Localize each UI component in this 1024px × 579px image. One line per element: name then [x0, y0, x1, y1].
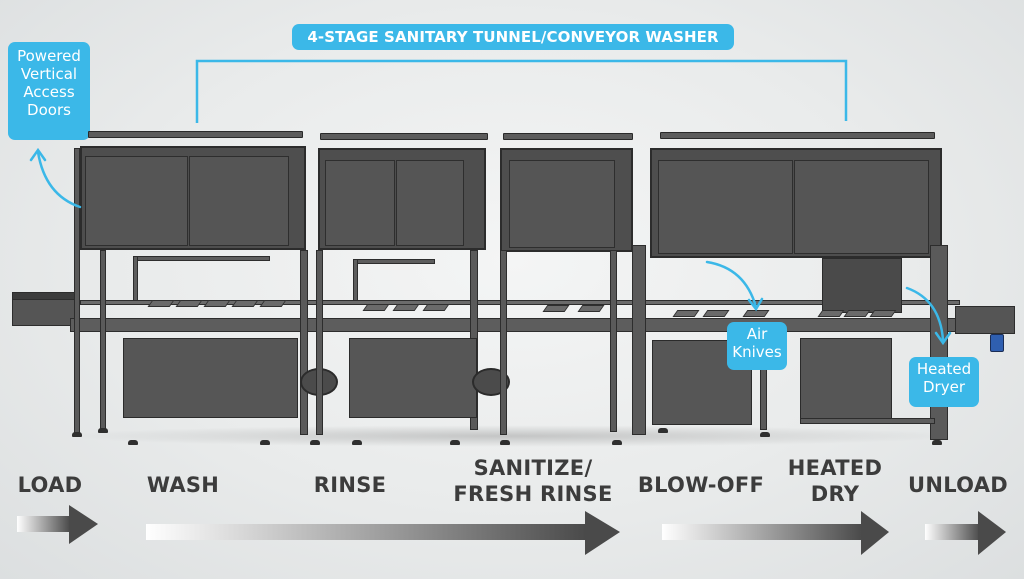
stage-label-blow-off: BLOW-OFF	[630, 472, 772, 498]
wash-spray-pipe	[133, 256, 138, 301]
frame-post	[316, 250, 323, 435]
frame-post	[500, 250, 507, 435]
stage-label-rinse: RINSE	[310, 472, 390, 498]
dryer-door-right	[794, 160, 929, 254]
sanitize-hood-roof	[503, 133, 633, 140]
frame-post	[632, 245, 646, 435]
stage-label-line: UNLOAD	[907, 473, 1009, 497]
stage-label-heated-dry: HEATED DRY	[780, 455, 890, 507]
stage-label-line: RINSE	[313, 473, 387, 497]
leveling-foot	[260, 440, 270, 445]
rinse-hood	[318, 148, 486, 250]
dryer-hood-roof	[660, 132, 935, 139]
leveling-foot	[310, 440, 320, 445]
dryer-hood	[650, 148, 942, 258]
dryer-base-rail	[800, 418, 935, 424]
stage-label-line: HEATED	[787, 456, 883, 480]
stage-label-line: SANITIZE/	[473, 456, 593, 480]
callout-line: Heated	[916, 360, 972, 378]
wash-door-right	[189, 156, 289, 246]
wash-hood-roof	[88, 131, 303, 138]
doors-arrowhead	[29, 147, 47, 162]
callout-line: Access	[23, 83, 75, 101]
leveling-foot	[932, 440, 942, 445]
callout-line: Knives	[732, 343, 782, 361]
stage-label-unload: UNLOAD	[898, 472, 1018, 498]
rinse-hood-roof	[320, 133, 488, 140]
title-banner: 4-STAGE SANITARY TUNNEL/CONVEYOR WASHER	[292, 24, 734, 50]
conveyor-track	[80, 300, 960, 305]
leveling-foot	[658, 428, 668, 433]
leveling-foot	[352, 440, 362, 445]
rinse-tank	[349, 338, 477, 418]
leveling-foot	[760, 432, 770, 437]
leveling-foot	[450, 440, 460, 445]
heated-dryer-arrow	[905, 286, 945, 342]
callout-line: Doors	[27, 101, 71, 119]
leveling-foot	[500, 440, 510, 445]
rinse-door-left	[325, 160, 395, 246]
dryer-door-left	[658, 160, 793, 254]
frame-post	[300, 250, 308, 435]
blowoff-to-dry-arrow	[662, 511, 889, 555]
rinse-door-right	[396, 160, 464, 246]
callout-powered-vertical-access-doors: Powered Vertical Access Doors	[8, 42, 90, 140]
conveyor-drive-motor	[990, 334, 1004, 352]
frame-post	[610, 250, 617, 432]
callout-heated-dryer: Heated Dryer	[909, 357, 979, 407]
callout-line: Air	[746, 325, 768, 343]
air-knives-arrowhead	[747, 297, 764, 312]
stage-label-line: DRY	[810, 482, 860, 506]
washer-machine-illustration	[12, 131, 1015, 447]
sanitize-door	[509, 160, 615, 248]
wash-hood	[80, 146, 306, 250]
wash-door-left	[85, 156, 188, 246]
callout-line: Powered	[17, 47, 81, 65]
stage-label-line: WASH	[146, 473, 220, 497]
sanitize-hood	[500, 148, 633, 252]
load-arrow	[17, 505, 98, 544]
leveling-foot	[612, 440, 622, 445]
unload-arrow	[925, 511, 1006, 555]
doors-arrow	[36, 150, 82, 209]
wash-tank	[123, 338, 298, 418]
stage-label-load: LOAD	[14, 472, 86, 498]
floor-shadow	[60, 425, 960, 447]
callout-air-knives: Air Knives	[727, 322, 787, 370]
callout-line: Dryer	[923, 378, 965, 396]
rinse-spray-pipe	[353, 259, 358, 301]
leveling-foot	[72, 432, 82, 437]
air-knives-arrow	[705, 260, 758, 309]
wash-to-sanitize-arrow	[146, 511, 620, 555]
unload-conveyor	[955, 306, 1015, 334]
stage-label-sanitize-fresh-rinse: SANITIZE/ FRESH RINSE	[448, 455, 618, 507]
stage-label-line: BLOW-OFF	[637, 473, 765, 497]
leveling-foot	[98, 428, 108, 433]
stage-label-line: LOAD	[17, 473, 83, 497]
stage-label-wash: WASH	[143, 472, 223, 498]
stage-label-line: FRESH RINSE	[453, 482, 613, 506]
heated-dryer-arrowhead	[934, 331, 952, 346]
callout-line: Vertical	[20, 65, 78, 83]
leveling-foot	[128, 440, 138, 445]
